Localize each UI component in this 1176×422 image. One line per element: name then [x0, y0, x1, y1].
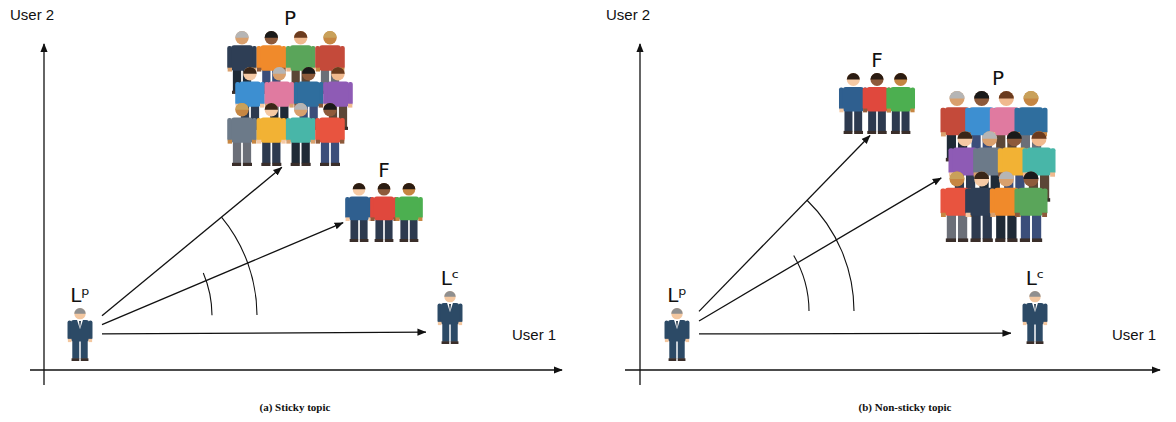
figure-area: [228, 30, 352, 166]
vector-arrow: [102, 167, 282, 316]
x-axis: [625, 369, 1160, 370]
leader-node: Lᶜ: [1013, 266, 1057, 344]
vector-arrow: [102, 223, 343, 325]
person-figure: [345, 183, 373, 242]
node-label: Lᵖ: [667, 283, 687, 307]
person-figure: [940, 172, 973, 242]
vector-arrow: [699, 333, 1011, 335]
group-node: F: [345, 158, 423, 242]
person-figure: [370, 183, 398, 242]
node-label: F: [378, 158, 390, 182]
y-axis: [43, 44, 44, 385]
figure-area: [58, 307, 102, 361]
axis-label: User 1: [512, 326, 556, 344]
node-label: P: [992, 66, 1004, 90]
person-figure: [863, 73, 892, 134]
axis-label: User 2: [10, 6, 54, 24]
node-label: Lᵖ: [70, 283, 90, 307]
person-figure: [286, 103, 316, 166]
leader-node: Lᶜ: [428, 266, 472, 344]
person-figure: [438, 291, 463, 344]
figure-area: [943, 90, 1053, 242]
person-figure: [965, 172, 998, 242]
figure-area: [345, 182, 423, 242]
node-label: P: [284, 6, 296, 30]
vector-arrow: [699, 135, 870, 311]
figure-caption: (b) Non-sticky topic: [859, 398, 952, 416]
person-figure: [315, 103, 345, 166]
figure-area: [428, 290, 472, 344]
person-figure: [1014, 172, 1047, 242]
figure-area: [655, 307, 699, 361]
figure-area: [1013, 290, 1057, 344]
people-figures: [68, 31, 1056, 361]
vector-arrow: [699, 178, 941, 321]
person-figure: [395, 183, 423, 242]
person-figure: [1023, 291, 1048, 344]
figure-caption: (a) Sticky topic: [260, 398, 331, 416]
person-figure: [68, 308, 93, 361]
person-figure: [665, 308, 690, 361]
group-node: F: [840, 48, 914, 134]
node-label: Lᶜ: [1026, 266, 1045, 290]
node-label: Lᶜ: [441, 266, 460, 290]
person-figure: [886, 73, 915, 134]
person-figure: [990, 172, 1023, 242]
leader-node: Lᵖ: [58, 283, 102, 361]
figure-area: [840, 72, 914, 134]
vector-arrow: [102, 332, 426, 334]
angle-arc: [807, 200, 854, 311]
node-label: F: [871, 48, 883, 72]
group-node: P: [943, 66, 1053, 242]
axis-label: User 1: [1112, 326, 1156, 344]
person-figure: [257, 103, 287, 166]
y-axis: [639, 44, 640, 385]
person-figure: [227, 103, 257, 166]
leader-node: Lᵖ: [655, 283, 699, 361]
x-axis: [30, 369, 562, 370]
axis-label: User 2: [606, 6, 650, 24]
person-figure: [839, 73, 868, 134]
group-node: P: [228, 6, 352, 166]
